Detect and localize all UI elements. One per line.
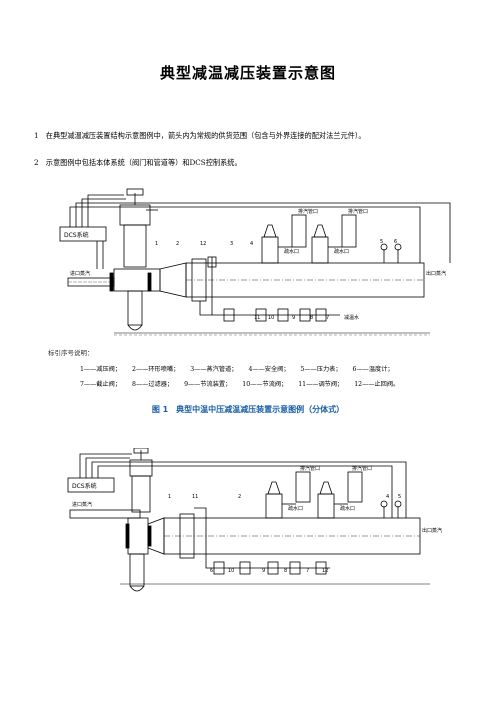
num-10: 10 [268,315,274,321]
inlet-label-2: 进口蒸汽 [72,501,92,508]
outlet-label: 出口蒸汽 [426,270,446,277]
num-2: 2 [176,241,179,247]
dcs-system-box-2 [67,477,115,493]
legend-item: 7——截止阀； [80,381,122,388]
exhaust-label-1: 排汽管口 [298,208,318,215]
figure-caption: 图 1 典型中温中压减温减压装置示意图例（分体式） [151,405,345,414]
legend-item: 8——过滤器； [132,381,174,388]
legend-row-1: 1——减压阀； 2——环形喷嘴； 3——蒸汽管道； 4——安全阀； 5——压力表… [80,364,403,373]
legend-item: 9——节流装置； [184,381,232,388]
page-title: 典型减温减压装置示意图 [159,64,336,82]
num-1: 1 [155,241,158,247]
outlet-label-2: 出口蒸汽 [422,527,442,534]
safety-valve-2 [311,236,329,264]
num-5: 5 [380,239,383,245]
exhaust-label-2: 排汽管口 [348,208,368,215]
drain-label-2: 疏水口 [334,248,349,255]
legend-item: 4——安全阀； [248,366,290,373]
diagram-2: DCS系统 进口蒸汽 出口蒸汽 排汽管口 排汽管口 疏水口 疏水口 1 11 2… [67,448,442,592]
legend-heading: 标引序号说明： [48,349,94,357]
num-6: 6 [394,239,397,245]
dcs-label-2: DCS系统 [72,482,97,490]
legend-item: 2——环形喷嘴； [132,366,180,373]
diagram-1: DCS系统 进口蒸汽 出口蒸汽 排汽管口 排汽管口 疏水口 疏水口 减温水 1 … [59,188,451,336]
num-d2-11: 11 [192,494,198,500]
drain-label-2a: 疏水口 [288,505,303,512]
note-2: 2 示意图例中包括本体系统（阀门和管道等）和DCS控制系统。 [34,158,242,167]
num-d2-2: 2 [238,494,241,500]
legend-item: 11——调节阀； [298,381,344,388]
num-12: 12 [200,241,206,247]
num-d2-10: 10 [228,568,234,574]
exhaust-label-2a: 排汽管口 [300,465,320,472]
exhaust-label-2b: 排汽管口 [352,465,372,472]
num-d2-7: 7 [306,568,309,574]
legend-row-2: 7——截止阀； 8——过滤器； 9——节流装置； 10——节流阀； 11——调节… [80,379,408,388]
dcs-system-box [59,226,107,242]
num-d2-5: 5 [398,494,401,500]
num-8: 8 [310,315,313,321]
pressure-reducing-valve-2 [131,475,151,513]
num-11: 11 [254,315,260,321]
water-label: 减温水 [344,314,359,321]
num-d2-12: 12 [322,568,328,574]
num-d2-4: 4 [386,494,389,500]
pressure-reducing-valve [123,224,147,268]
legend-item: 5——压力表； [300,366,342,373]
dcs-label: DCS系统 [64,231,89,239]
num-7: 7 [326,315,329,321]
legend-item: 3——蒸汽管道； [190,366,238,373]
num-d2-9: 9 [262,568,265,574]
drain-label-1: 疏水口 [284,248,299,255]
num-3: 3 [230,241,233,247]
safety-valve-1 [261,236,279,264]
drain-label-2b: 疏水口 [340,505,355,512]
legend-item: 10——节流阀； [242,381,288,388]
legend-item: 6——温度计； [352,366,394,373]
num-9: 9 [292,315,295,321]
num-4: 4 [250,241,253,247]
legend-item: 12——止回阀。 [354,381,400,388]
num-d2-1: 1 [168,494,171,500]
legend-item: 1——减压阀； [80,366,122,373]
num-d2-8: 8 [284,568,287,574]
note-1: 1 在典型减温减压装置结构示意图例中，箭头内为常规的供货范围（包含与外界连接的配… [34,131,366,140]
num-d2-6: 6 [210,568,213,574]
inlet-label: 进口蒸汽 [70,270,90,277]
